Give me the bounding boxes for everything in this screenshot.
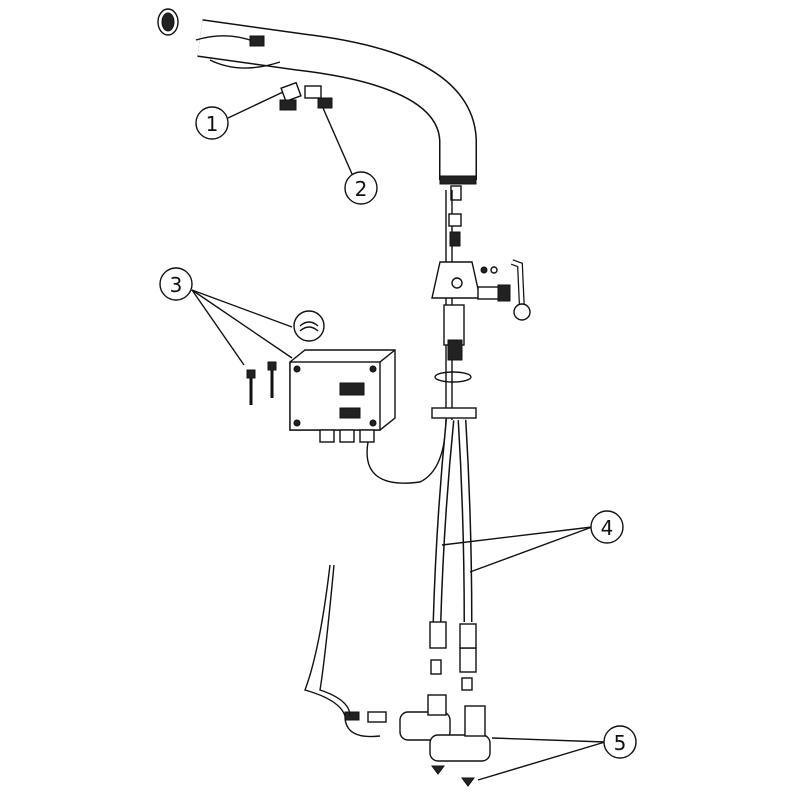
aerator-parts	[279, 81, 333, 111]
callout-3: 3	[159, 267, 193, 301]
leader-lines	[191, 91, 606, 781]
callout-4: 4	[590, 510, 624, 544]
callout-1: 1	[195, 106, 229, 140]
valves	[304, 564, 491, 787]
shaft-parts	[431, 190, 531, 420]
callout-2: 2	[344, 171, 378, 205]
callout-label: 1	[206, 112, 219, 136]
callout-5: 5	[603, 725, 637, 759]
faucet-spout	[157, 8, 477, 201]
callout-label: 3	[170, 273, 183, 297]
callout-label: 4	[601, 516, 614, 540]
hoses	[429, 419, 477, 691]
callout-label: 2	[355, 177, 368, 201]
screws	[246, 361, 277, 405]
callout-label: 5	[614, 731, 627, 755]
control-box	[289, 310, 447, 484]
